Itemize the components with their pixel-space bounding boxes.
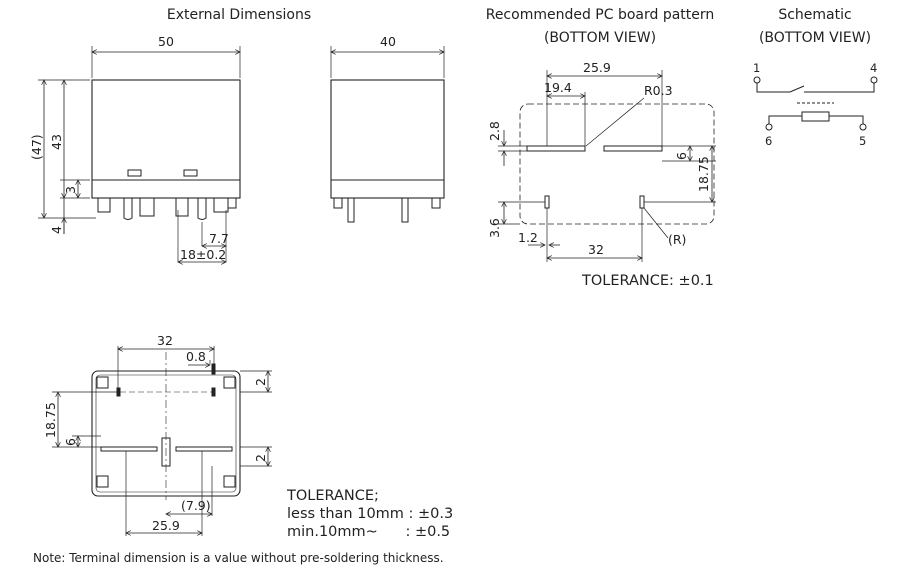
pcb-row-pitch-label: 18.75 [696,156,711,192]
bottom-slot-span-label: 25.9 [152,518,180,533]
front-pin-pitch-label: 7.7 [209,231,229,246]
pcb-pin-span-label: 32 [588,242,604,257]
bottom-view [52,346,272,536]
pcb-pattern [498,70,716,262]
pcb-pattern-heading: Recommended PC board pattern [485,7,715,23]
pcb-radius-label: R0.3 [644,83,673,98]
pcb-span-inner-label: 19.4 [544,80,572,95]
side-view [330,46,445,223]
front-height-total-label: (47) [29,134,44,160]
front-height-standoff-label: 3 [63,186,78,194]
schematic-pin-4: 4 [870,61,877,75]
footnote: Note: Terminal dimension is a value with… [33,551,444,565]
schematic-pin-1: 1 [753,61,760,75]
side-width-label: 40 [380,34,396,49]
pcb-corner-radius-label: (R) [668,232,686,247]
bottom-top-margin-label: 2 [253,378,268,386]
bottom-pin-span-label: 32 [157,333,173,348]
front-view [38,46,240,262]
schematic-heading: Schematic [778,7,852,23]
pcb-pin-hole-left [544,195,550,209]
bottom-pin-width-label: 0.8 [186,349,206,364]
pcb-pin-offset-label: 3.6 [487,218,502,238]
pcb-tolerance-label: TOLERANCE: ±0.1 [581,273,714,289]
front-width-label: 50 [158,34,174,49]
pcb-pattern-subheading: (BOTTOM VIEW) [543,30,657,46]
front-pin-span-label: 18±0.2 [180,247,226,262]
bottom-tolerance-small: less than 10mm : ±0.3 [287,506,454,522]
schematic-symbol [753,76,878,131]
pcb-pin-width-label: 1.2 [518,230,538,245]
pcb-pin-hole-right [639,195,645,209]
schematic-pin-6: 6 [765,134,772,148]
pcb-slot-height-label: 2.8 [487,121,502,141]
relay-body-side [330,79,445,199]
pcb-slot-right [603,145,663,152]
bottom-bottom-margin-label: 2 [253,454,268,462]
bottom-tolerance-title: TOLERANCE; [287,488,379,504]
bottom-row-pitch-label: 18.75 [43,402,58,438]
front-height-body-label: 43 [49,134,64,150]
bottom-tolerance-large: min.10mm~ : ±0.5 [287,524,451,540]
bottom-center-offset-label: (7.9) [181,498,211,513]
pcb-slot-left [526,145,586,152]
schematic-subheading: (BOTTOM VIEW) [758,30,872,46]
pcb-outline [519,103,715,225]
external-dimensions-heading: External Dimensions [166,7,312,23]
pcb-slot-gap-label: 6 [674,152,689,160]
front-height-pin-label: 4 [49,226,64,234]
schematic-pin-5: 5 [859,134,866,148]
pcb-span-outer-label: 25.9 [583,60,611,75]
bottom-slot-gap-label: 6 [63,438,78,446]
